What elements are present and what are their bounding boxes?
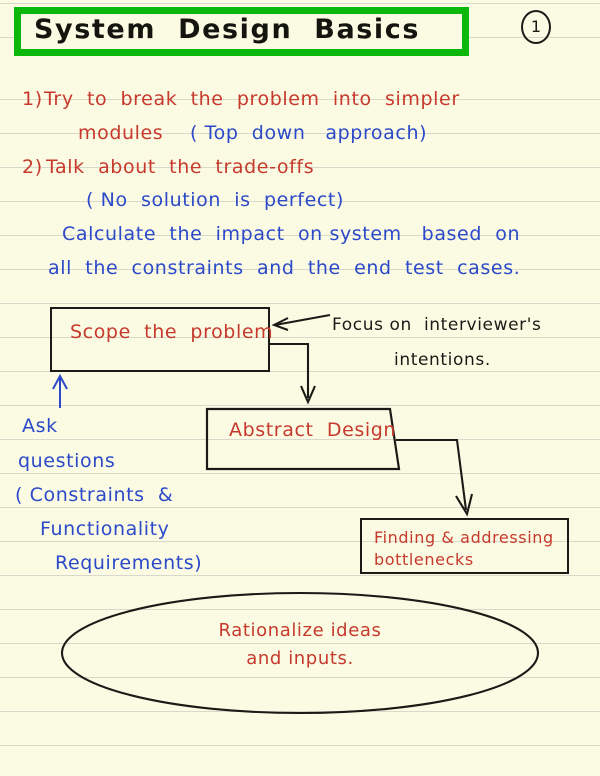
ask-questions-arrow [52, 373, 68, 408]
focus-note-arrow [271, 314, 331, 331]
note-2-paren: ( No solution is perfect) [86, 189, 344, 211]
ask-note-line-3: ( Constraints & [15, 484, 174, 506]
focus-note-line-1: Focus on interviewer's [332, 315, 542, 335]
ask-note-line-1: Ask [22, 415, 58, 437]
bottlenecks-label: Finding & addressing bottlenecks [374, 528, 554, 569]
focus-note-line-2: intentions. [394, 350, 491, 370]
ask-note-line-2: questions [18, 450, 116, 472]
ask-note-line-4: Functionality [40, 518, 170, 540]
ask-note-line-5: Requirements) [55, 552, 203, 574]
note-1-marker: 1) [22, 88, 43, 110]
abstract-to-bottlenecks-connector [396, 438, 474, 517]
scope-to-abstract-connector [270, 342, 316, 405]
note-1-line-1: Try to break the problem into simpler [44, 88, 460, 110]
scope-the-problem-label: Scope the problem [70, 321, 274, 343]
page-title: System Design Basics [34, 14, 421, 45]
note-1-paren: ( Top down approach) [190, 122, 428, 144]
note-2-marker: 2) [22, 156, 43, 178]
note-1-line-2: modules [78, 122, 164, 144]
bottlenecks-box: Finding & addressing bottlenecks [360, 518, 569, 574]
page-number-badge: 1 [521, 10, 551, 44]
note-2-line-1: Talk about the trade-offs [46, 156, 315, 178]
abstract-design-label: Abstract Design [229, 419, 397, 441]
note-calculate-line-1: Calculate the impact on system based on [62, 223, 521, 245]
scope-the-problem-box: Scope the problem [50, 307, 274, 372]
note-calculate-line-2: all the constraints and the end test cas… [48, 257, 521, 279]
rationalize-label: Rationalize ideas and inputs. [218, 620, 382, 669]
title-box [14, 7, 469, 56]
